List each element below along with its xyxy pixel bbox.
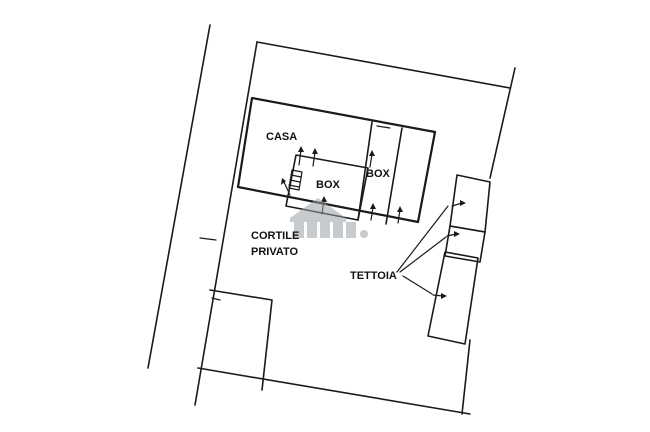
boundary-lines xyxy=(147,24,516,415)
label-casa: CASA xyxy=(266,131,297,143)
box-divider-3 xyxy=(376,125,391,129)
right-boundary-line xyxy=(489,67,516,179)
tettoia-leader-lines xyxy=(396,205,449,295)
left-boundary-line xyxy=(147,24,211,369)
entrance-arrow-icon xyxy=(370,203,376,221)
casa-outline xyxy=(236,96,437,224)
entrance-arrow-icon xyxy=(397,206,403,224)
lower-building-outline xyxy=(209,289,273,391)
box-divider-2 xyxy=(385,127,403,225)
label-box-outer: BOX xyxy=(366,168,391,180)
tettoia-structures xyxy=(427,174,491,345)
tettoia-shed-3 xyxy=(427,251,479,345)
label-privato: PRIVATO xyxy=(251,246,299,258)
label-cortile: CORTILE xyxy=(251,230,299,242)
box-divider-1 xyxy=(357,121,373,221)
entrance-arrow-icon xyxy=(369,150,375,168)
leader-line-1 xyxy=(396,205,449,273)
stairs-icon xyxy=(288,169,303,191)
lower-building xyxy=(209,289,273,391)
entrance-arrow-icon xyxy=(298,146,304,166)
lower-building-tick xyxy=(211,297,221,301)
bottom-boundary-line xyxy=(197,367,471,415)
house-logo-icon xyxy=(290,198,368,238)
lot-left-line xyxy=(194,41,258,406)
label-tettoia: TETTOIA xyxy=(350,270,397,282)
entrance-arrow-icon xyxy=(312,148,318,167)
tettoia-shed-2 xyxy=(444,225,486,263)
entrance-arrow-icon xyxy=(446,231,460,237)
side-tick xyxy=(199,237,217,241)
leader-line-2 xyxy=(399,236,447,273)
entrance-arrow-icon xyxy=(451,200,466,207)
entrance-arrow-icon xyxy=(281,178,291,196)
casa-building xyxy=(236,96,437,225)
tettoia-shed-1 xyxy=(449,174,491,233)
top-lot-line xyxy=(256,41,511,89)
leader-line-3 xyxy=(402,275,433,295)
right-lower-line xyxy=(461,339,471,415)
entrance-arrow-icon xyxy=(432,293,447,299)
label-box-inner: BOX xyxy=(316,179,341,191)
